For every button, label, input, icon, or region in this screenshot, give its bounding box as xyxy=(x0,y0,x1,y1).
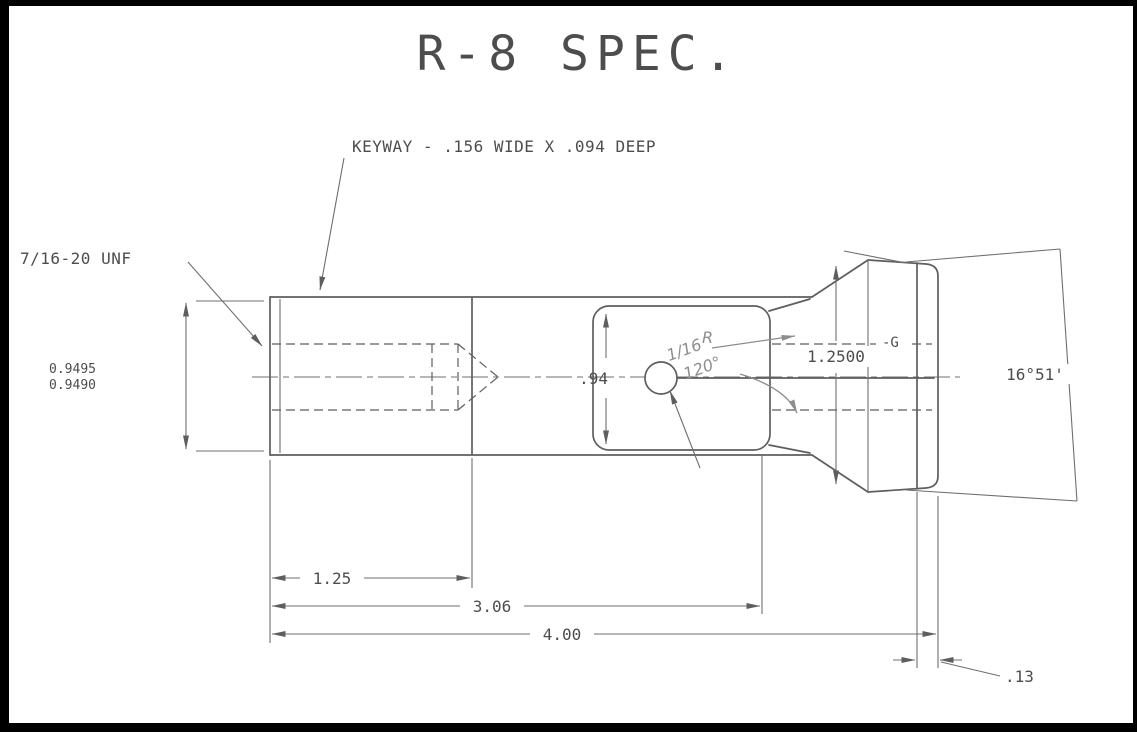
angle-text-mask xyxy=(1000,364,1070,384)
radius-letter-note: R xyxy=(702,328,713,347)
slot-section-dia-dimension: .94 xyxy=(579,313,609,445)
datum-label: -G xyxy=(882,335,899,351)
handwritten-markups: 1/16 R 120° xyxy=(664,328,798,414)
head-outline xyxy=(867,259,939,493)
body-length-value: 3.06 xyxy=(473,597,512,616)
head-flare-bottom xyxy=(811,454,869,493)
angle-ext-lower xyxy=(905,489,1078,502)
frame-right xyxy=(1133,0,1137,732)
head-dia-value: 1.2500 xyxy=(807,347,865,366)
head-upper-extension xyxy=(843,250,907,264)
drawing-title: R-8 SPEC. xyxy=(416,26,739,82)
slot-hole-leader xyxy=(669,390,701,469)
overall-length-value: 4.00 xyxy=(543,625,582,644)
head-diameter-dimension: 1.2500 xyxy=(797,265,877,485)
length-dimensions: 1.25 3.06 4.00 .13 xyxy=(269,454,1034,686)
frame-top xyxy=(0,0,1137,6)
thread-length-value: 1.25 xyxy=(313,569,352,588)
thread-callout: 7/16-20 UNF xyxy=(20,249,131,268)
radius-note-arrow xyxy=(711,334,796,349)
frame-bottom xyxy=(0,723,1137,732)
shank-outline xyxy=(269,296,813,456)
sleeve-to-head-bottom xyxy=(768,444,811,454)
drill-point-upper xyxy=(457,343,499,378)
slot-end-hole xyxy=(644,361,678,395)
head-flare-top xyxy=(811,259,869,298)
shank-dia-upper-value: 0.9495 xyxy=(49,362,96,377)
taper-angle-value: 16°51' xyxy=(1006,365,1064,384)
frame-left xyxy=(0,0,9,732)
nose-width-value: .13 xyxy=(1005,667,1034,686)
thread-leader xyxy=(187,261,263,347)
sleeve-to-head-top xyxy=(768,298,811,312)
angle-ext-upper xyxy=(905,248,1061,263)
keyway-leader xyxy=(319,157,345,291)
slot-section-dia-value: .94 xyxy=(579,369,608,388)
drill-point-lower xyxy=(457,376,499,411)
taper-angle-dimension: 16°51' xyxy=(905,248,1078,502)
nose-width-leader xyxy=(940,661,1001,677)
slotted-section xyxy=(592,298,935,469)
internal-thread-hidden-lines xyxy=(272,343,499,411)
head-dia-text-mask xyxy=(797,346,877,367)
shank-diameter-dimension: 0.9495 0.9490 xyxy=(49,300,264,452)
shank-dia-lower-value: 0.9490 xyxy=(49,378,96,393)
keyway-note: KEYWAY - .156 WIDE X .094 DEEP xyxy=(352,137,656,156)
slot-angle-arrow xyxy=(739,373,798,414)
datum-text-mask xyxy=(876,333,910,350)
